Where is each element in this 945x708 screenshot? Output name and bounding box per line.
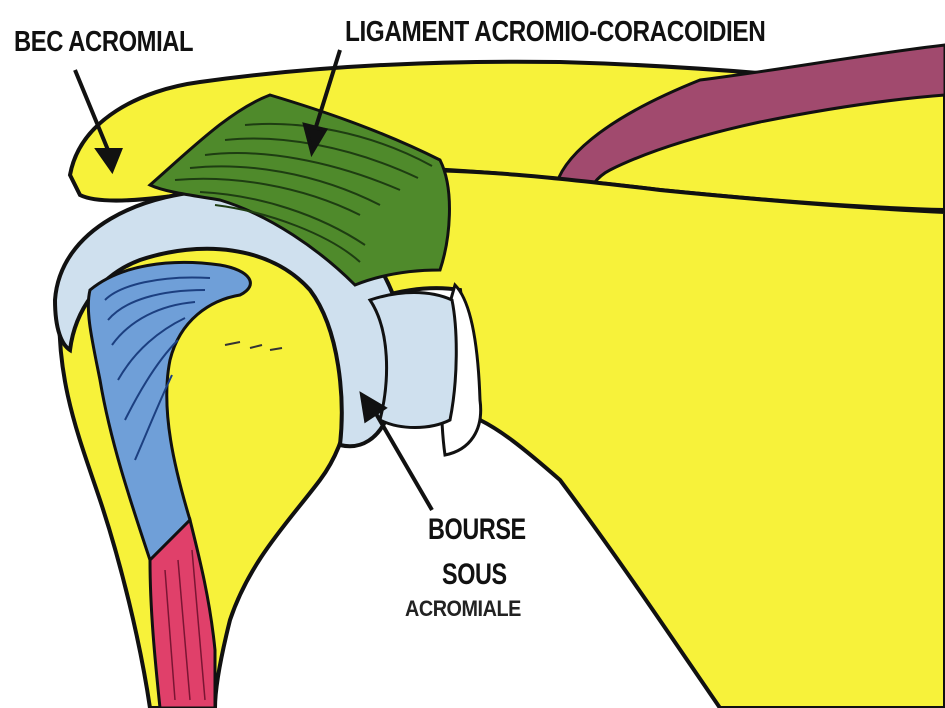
label-ligament: LIGAMENT ACROMIO-CORACOIDIEN bbox=[345, 18, 765, 47]
label-bec-acromial: BEC ACROMIAL bbox=[14, 28, 193, 57]
label-bourse: BOURSE bbox=[428, 515, 526, 545]
label-sous: SOUS bbox=[442, 560, 507, 590]
label-acromiale: ACROMIALE bbox=[405, 598, 521, 620]
